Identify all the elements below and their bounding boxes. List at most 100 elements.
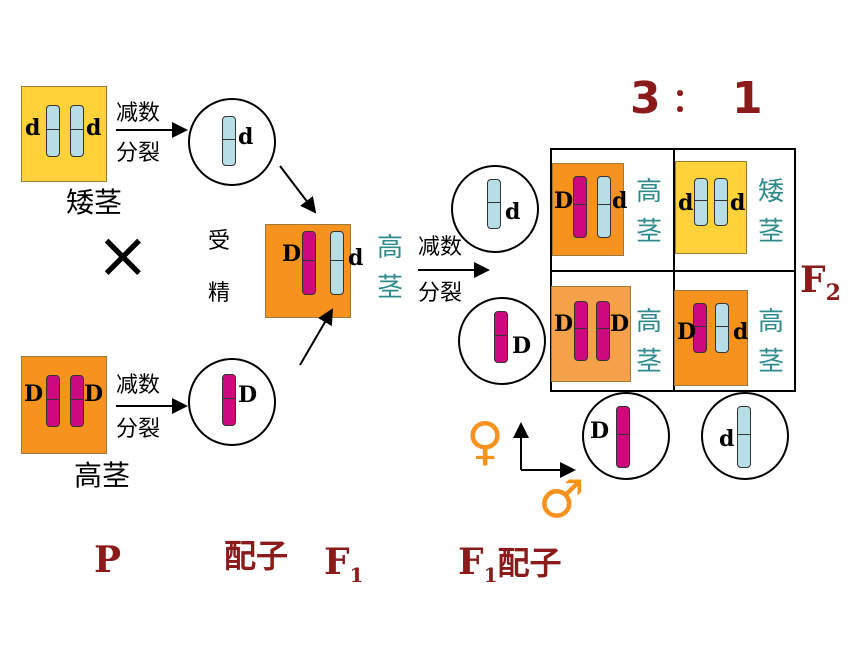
f1-female-gamete-d: d	[451, 165, 539, 253]
label-gamete: 配子	[224, 537, 289, 575]
chromosome-D	[302, 231, 316, 295]
f1-male-gamete-d: d	[701, 392, 789, 480]
phenotype-1: 矮	[758, 177, 785, 207]
allele-label: D	[590, 418, 610, 444]
allele-label: D	[610, 311, 630, 337]
chromosome-d	[737, 406, 751, 468]
allele-label: d	[719, 426, 735, 452]
label-f1-gamete: F1配子	[458, 540, 562, 597]
parent-short-square: d d	[21, 86, 107, 182]
phenotype-2: 茎	[636, 347, 663, 377]
allele-label: D	[282, 241, 302, 267]
male-symbol: ♂	[538, 470, 585, 530]
chromosome-d	[330, 231, 344, 295]
punnett-cell-square: D D	[551, 286, 631, 382]
chromosome-d	[597, 176, 611, 238]
chromosome-D	[573, 176, 587, 238]
grid-divider-h	[552, 270, 794, 272]
label-f1g-text: 配子	[497, 544, 562, 582]
phenotype-2: 茎	[636, 217, 663, 247]
f2-label-sub: 2	[825, 280, 841, 307]
chromosome-D	[693, 303, 707, 353]
punnett-phenotype: 高 茎	[758, 302, 784, 382]
allele-label: d	[733, 319, 749, 345]
cross-symbol: ×	[96, 219, 150, 293]
f1-phenotype-2: 茎	[377, 273, 404, 303]
fertilization-arrow-top	[279, 165, 317, 214]
gamete-circle-D: D	[188, 358, 276, 446]
f2-label-letter: F	[800, 259, 826, 301]
allele-label: d	[348, 245, 364, 271]
meiosis-label-bottom-1: 减数	[116, 373, 161, 398]
phenotype-2: 茎	[758, 217, 785, 247]
label-f1: F1	[324, 540, 363, 597]
punnett-cell-square: D d	[552, 163, 628, 256]
chromosome-D	[494, 311, 508, 363]
label-f1-letter: F	[324, 541, 350, 583]
fertilization-label-2: 精	[208, 281, 231, 306]
label-f1-sub: 1	[349, 563, 364, 588]
allele-label: D	[554, 311, 574, 337]
fertilization-arrow-bottom	[299, 308, 334, 366]
gamete-circle-d: d	[188, 98, 276, 186]
punnett-phenotype: 高 茎	[636, 302, 662, 382]
chromosome-D	[616, 406, 630, 468]
chromosome-d	[222, 116, 236, 166]
chromosome-D	[222, 374, 236, 426]
phenotype-1: 高	[636, 307, 663, 337]
meiosis-label-top-1: 减数	[116, 101, 161, 126]
allele-label: d	[612, 188, 628, 214]
f2-label: F2	[800, 260, 841, 313]
chromosome-d	[70, 105, 84, 157]
parent-tall-label: 高茎	[74, 459, 131, 492]
chromosome-d	[694, 178, 708, 226]
allele-label: d	[238, 124, 254, 150]
allele-label: d	[86, 115, 102, 141]
chromosome-D	[46, 375, 60, 427]
allele-label: D	[512, 333, 532, 359]
punnett-phenotype: 高 茎	[636, 172, 662, 252]
f1-phenotype-1: 高	[377, 233, 404, 263]
parent-short-label: 矮茎	[66, 186, 123, 219]
chromosome-d	[715, 303, 729, 353]
allele-label: d	[25, 115, 41, 141]
allele-label: D	[84, 381, 104, 407]
chromosome-d	[46, 105, 60, 157]
label-f1g-letter: F	[458, 541, 484, 583]
allele-label: D	[554, 188, 574, 214]
label-f1g-sub: 1	[483, 563, 498, 588]
chromosome-d	[487, 179, 501, 229]
f1-phenotype-label: 高 茎	[377, 228, 403, 308]
f1-meiosis-label-1: 减数	[418, 235, 463, 260]
parent-tall-square: D D	[21, 356, 107, 454]
chromosome-d	[714, 178, 728, 226]
ratio-right: 1	[732, 73, 763, 124]
label-p: P	[94, 539, 122, 581]
chromosome-D	[70, 375, 84, 427]
punnett-cell-square: D d	[674, 290, 748, 386]
allele-label: D	[238, 382, 258, 408]
allele-label: D	[677, 319, 697, 345]
allele-label: d	[730, 190, 746, 216]
ratio-separator: ：	[672, 81, 705, 119]
punnett-cell-square: d d	[675, 161, 747, 254]
f1-square: D d	[265, 224, 363, 318]
female-symbol: ♀	[466, 412, 505, 472]
f1-female-gamete-D: D	[458, 297, 546, 385]
meiosis-label-top-2: 分裂	[116, 141, 161, 166]
allele-label: d	[505, 199, 521, 225]
ratio-left: 3	[630, 73, 661, 124]
chromosome-D	[596, 301, 610, 361]
punnett-grid	[550, 148, 796, 392]
allele-label: D	[24, 381, 44, 407]
phenotype-2: 茎	[758, 347, 785, 377]
f1-meiosis-label-2: 分裂	[418, 281, 463, 306]
punnett-phenotype: 矮 茎	[758, 172, 784, 252]
fertilization-label-1: 受	[208, 229, 231, 254]
phenotype-1: 高	[636, 177, 663, 207]
meiosis-label-bottom-2: 分裂	[116, 417, 161, 442]
f1-male-gamete-D: D	[582, 392, 670, 480]
allele-label: d	[678, 190, 694, 216]
